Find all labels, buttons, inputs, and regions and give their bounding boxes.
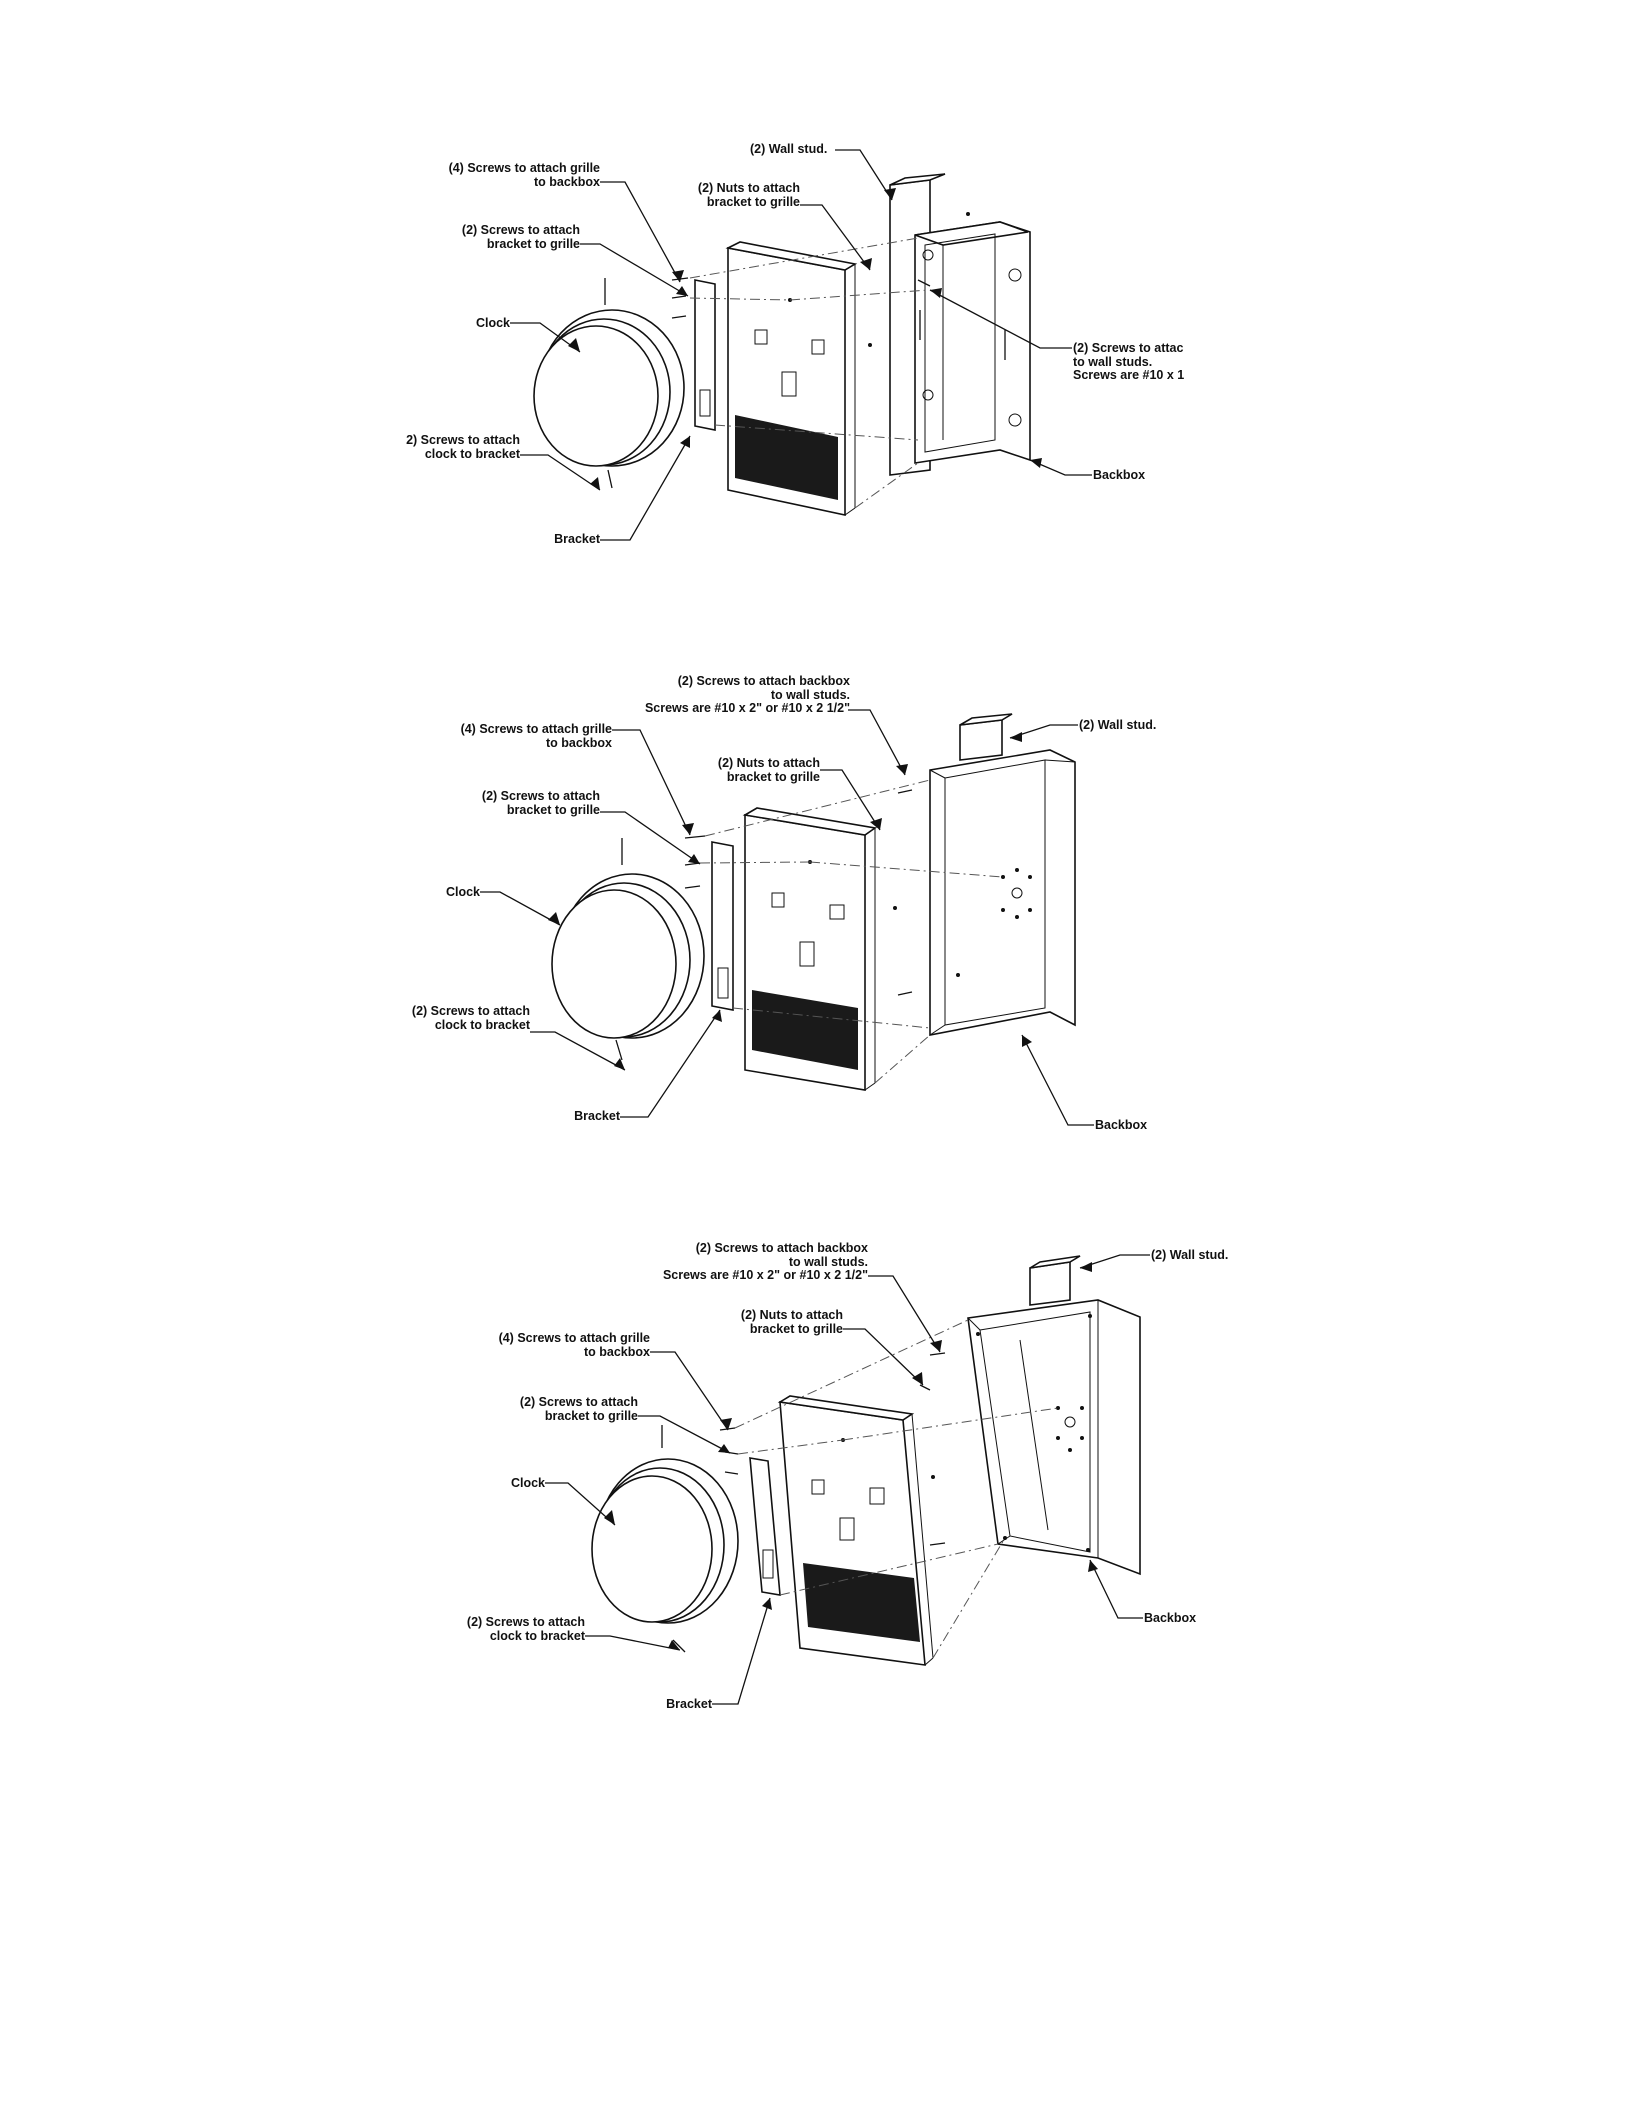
leader-arrowheads — [568, 188, 1042, 490]
label-screws-backbox-to-studs: (2) Screws to attac to wall studs. Screw… — [1073, 342, 1185, 382]
diagram-1-drawing — [510, 149, 1092, 541]
label-screws-backbox-to-studs: (2) Screws to attach backbox to wall stu… — [662, 1241, 868, 1282]
label-screws-grille-to-backbox: (4) Screws to attach grille to backbox — [448, 161, 600, 189]
leader-arrowheads — [604, 1262, 1098, 1650]
backbox-drawing — [914, 212, 1031, 464]
assembly-lines — [734, 1319, 1059, 1659]
leader-lines — [545, 1254, 1150, 1705]
diagram-2-drawing — [480, 709, 1094, 1126]
label-screws-grille-to-backbox: (4) Screws to attach grille to backbox — [460, 722, 612, 750]
exploded-diagram-3: (2) Screws to attach backbox to wall stu… — [0, 1140, 1632, 1740]
label-nuts: (2) Nuts to attach bracket to grille — [697, 181, 800, 209]
bracket-drawing — [749, 1457, 781, 1596]
assembly-lines — [689, 237, 929, 509]
grille-drawing — [725, 241, 872, 516]
label-clock: Clock — [510, 1476, 545, 1490]
backbox-drawing — [967, 1299, 1141, 1576]
label-screws-bracket-to-grille: (2) Screws to attach bracket to grille — [481, 789, 600, 817]
label-screws-bracket-to-grille: (2) Screws to attach bracket to grille — [519, 1395, 638, 1423]
label-screws-clock-to-bracket: (2) Screws to attach clock to bracket — [411, 1004, 530, 1032]
label-bracket: Bracket — [574, 1109, 620, 1123]
label-wall-stud: (2) Wall stud. — [750, 142, 828, 156]
clock-drawing — [533, 278, 685, 489]
label-screws-clock-to-bracket: 2) Screws to attach clock to bracket — [406, 433, 520, 461]
label-screws-grille-to-backbox: (4) Screws to attach grille to backbox — [498, 1331, 650, 1359]
bracket-drawing — [694, 279, 716, 431]
label-screws-clock-to-bracket: (2) Screws to attach clock to bracket — [466, 1615, 585, 1643]
label-nuts: (2) Nuts to attach bracket to grille — [740, 1308, 843, 1336]
bracket-drawing — [711, 841, 734, 1011]
screws-drawing — [671, 277, 931, 319]
grille-drawing — [777, 1395, 935, 1666]
grille-drawing — [742, 807, 897, 1091]
label-screws-bracket-to-grille: (2) Screws to attach bracket to grille — [461, 223, 580, 251]
assembly-lines — [699, 779, 1004, 1084]
backbox-drawing — [929, 749, 1076, 1036]
wall-stud-drawing — [959, 713, 1013, 761]
leader-arrowheads — [548, 732, 1032, 1070]
label-backbox: Backbox — [1144, 1611, 1197, 1625]
label-clock: Clock — [475, 316, 510, 330]
leader-lines — [480, 709, 1094, 1126]
label-backbox: Backbox — [1095, 1118, 1148, 1132]
leader-lines — [510, 149, 1092, 541]
diagram-3-drawing — [545, 1254, 1150, 1705]
label-clock: Clock — [445, 885, 480, 899]
wall-stud-drawing — [1029, 1255, 1081, 1306]
label-bracket: Bracket — [666, 1697, 712, 1711]
screws-drawing — [684, 789, 913, 996]
label-wall-stud: (2) Wall stud. — [1151, 1248, 1229, 1262]
exploded-diagram-2: (2) Screws to attach backbox to wall stu… — [0, 580, 1632, 1140]
label-screws-backbox-to-studs: (2) Screws to attach backbox to wall stu… — [644, 674, 850, 715]
exploded-diagram-1: (2) Wall stud. (2) Nuts to attach bracke… — [0, 0, 1632, 580]
label-bracket: Bracket — [554, 532, 600, 546]
label-wall-stud: (2) Wall stud. — [1079, 718, 1157, 732]
label-backbox: Backbox — [1093, 468, 1146, 482]
clock-drawing — [551, 838, 705, 1061]
clock-drawing — [591, 1425, 739, 1653]
label-nuts: (2) Nuts to attach bracket to grille — [717, 756, 820, 784]
